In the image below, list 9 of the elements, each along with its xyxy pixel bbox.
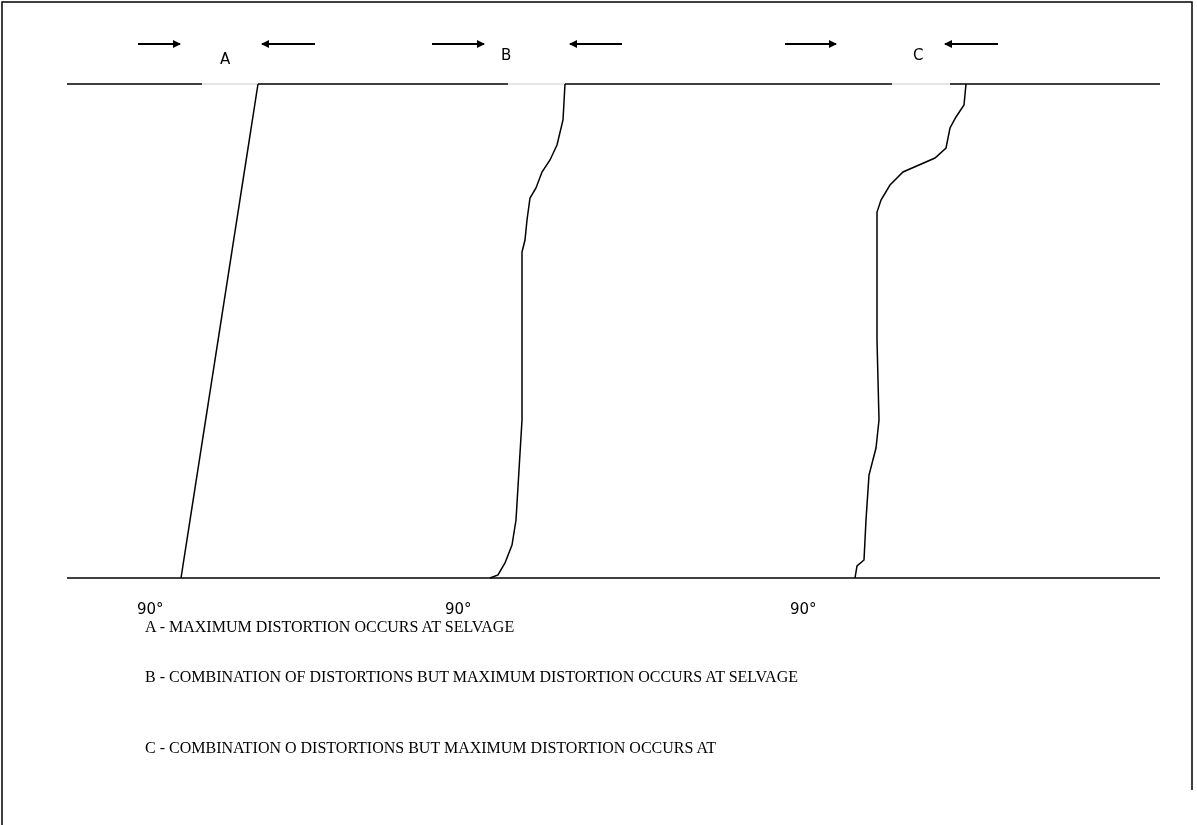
letter-label: A	[220, 50, 231, 69]
note-text: C - COMBINATION O DISTORTIONS BUT MAXIMUM DISTORTION OCCURS AT	[145, 738, 717, 758]
letter-label: B	[501, 46, 512, 65]
angle-label: 90°	[790, 600, 817, 619]
letter-label: C	[913, 46, 924, 65]
note-text: A - MAXIMUM DISTORTION OCCURS AT SELVAGE	[145, 617, 516, 637]
angle-label: 90°	[137, 600, 164, 619]
angle-label: 90°	[445, 600, 472, 619]
note-text: B - COMBINATION OF DISTORTIONS BUT MAXIMUM DISTORTION OCCURS AT SELVAGE	[145, 667, 799, 687]
